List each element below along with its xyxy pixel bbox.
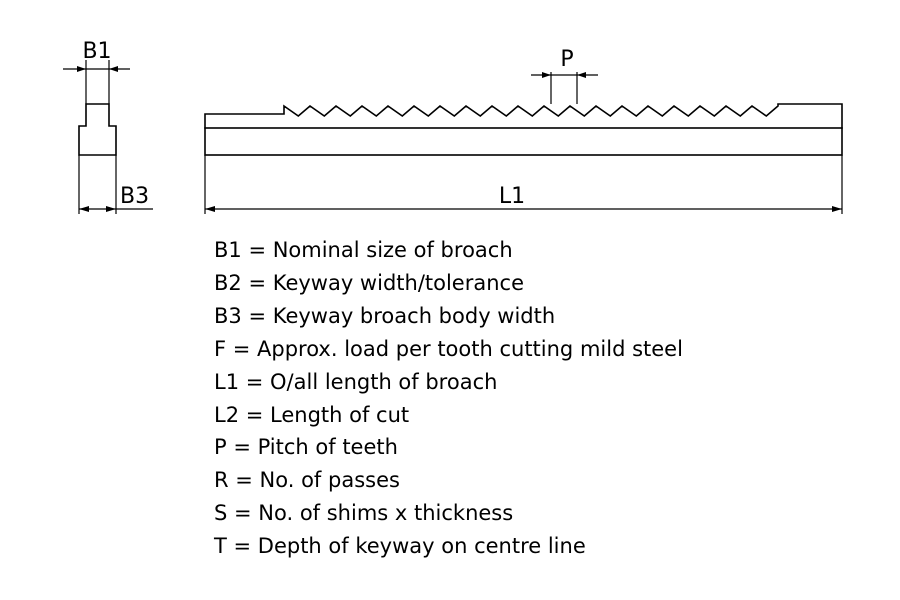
b3-label: B3 — [120, 184, 149, 209]
p-arrow-left — [542, 72, 551, 78]
l1-arrow-left — [205, 206, 215, 212]
b3-arrow-left — [79, 206, 89, 212]
legend-item-b3: B3 = Keyway broach body width — [214, 303, 556, 328]
legend-item-r: R = No. of passes — [214, 468, 400, 493]
p-label: P — [560, 47, 573, 72]
broach-side-view: L1 P — [204, 47, 843, 214]
legend-item-l2: L2 = Length of cut — [214, 402, 410, 427]
broach-body — [204, 127, 843, 156]
legend-item-f: F = Approx. load per tooth cutting mild … — [214, 336, 683, 361]
legend-item-b1: B1 = Nominal size of broach — [214, 238, 513, 262]
b3-arrow-right — [106, 206, 116, 212]
legend-item-l1: L1 = O/all length of broach — [214, 369, 498, 394]
p-arrow-right — [577, 72, 586, 78]
end-view-outline — [78, 103, 117, 156]
legend-list: B1 = Nominal size of broach B2 = Keyway … — [214, 234, 683, 563]
legend-item-p: P = Pitch of teeth — [214, 435, 398, 460]
b1-arrow-right — [109, 66, 118, 72]
legend-item-t: T = Depth of keyway on centre line — [214, 534, 586, 559]
l1-label: L1 — [499, 184, 525, 209]
tooth-profile — [204, 103, 843, 129]
legend-item-b2: B2 = Keyway width/tolerance — [214, 270, 525, 295]
b1-label: B1 — [82, 39, 111, 64]
l1-arrow-right — [832, 206, 842, 212]
broach-end-view: B1 B3 — [63, 39, 153, 214]
b1-arrow-left — [77, 66, 86, 72]
legend-item-s: S = No. of shims x thickness — [214, 501, 514, 526]
